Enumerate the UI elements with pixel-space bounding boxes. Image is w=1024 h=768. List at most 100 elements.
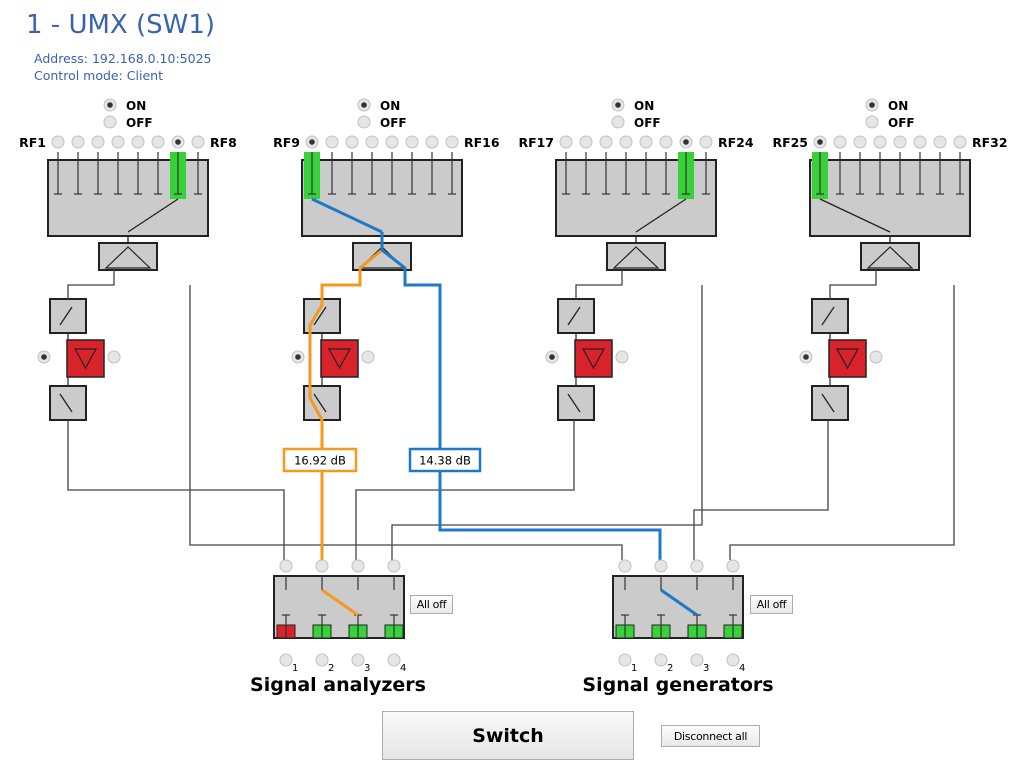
page-title: 1 - UMX (SW1) bbox=[26, 10, 216, 40]
output-port-radio[interactable] bbox=[690, 653, 704, 667]
rf-port-radio-dot bbox=[683, 139, 689, 145]
switch-button[interactable]: Switch bbox=[382, 711, 634, 760]
rf-port-radio[interactable] bbox=[599, 135, 613, 149]
power-on-label: ON bbox=[126, 99, 146, 113]
path-loss-label: 16.92 dB bbox=[294, 454, 346, 468]
amplifier-icon bbox=[327, 348, 352, 370]
rf-port-radio[interactable] bbox=[325, 135, 339, 149]
rf-port-radio[interactable] bbox=[91, 135, 105, 149]
output-port-number: 1 bbox=[631, 663, 637, 674]
input-port-radio[interactable] bbox=[618, 559, 632, 573]
switch-blade bbox=[59, 393, 73, 413]
output-port-radio[interactable] bbox=[279, 653, 293, 667]
amp-enable-radio[interactable] bbox=[107, 350, 121, 364]
power-off-radio[interactable] bbox=[103, 115, 117, 129]
rf-port-radio[interactable] bbox=[953, 135, 967, 149]
rf-port-radio[interactable] bbox=[933, 135, 947, 149]
amplifier-icon bbox=[835, 348, 860, 370]
amp-enable-radio[interactable] bbox=[361, 350, 375, 364]
rf-port-radio[interactable] bbox=[345, 135, 359, 149]
rf-switch-box bbox=[301, 159, 463, 237]
power-on-radio-dot bbox=[615, 102, 621, 108]
input-port-radio[interactable] bbox=[279, 559, 293, 573]
signal_generators-route bbox=[660, 588, 698, 617]
output-port-radio[interactable] bbox=[654, 653, 668, 667]
wire bbox=[729, 285, 955, 560]
analyzers-all-off-button[interactable]: All off bbox=[410, 595, 453, 614]
rf-port-radio[interactable] bbox=[559, 135, 573, 149]
address-label: Address: 192.168.0.10:5025 bbox=[34, 51, 212, 66]
generators-all-off-button[interactable]: All off bbox=[750, 595, 793, 614]
output-port-radio[interactable] bbox=[726, 653, 740, 667]
amp-enable-radio[interactable] bbox=[615, 350, 629, 364]
rf-port-radio[interactable] bbox=[893, 135, 907, 149]
input-port-radio[interactable] bbox=[654, 559, 668, 573]
power-off-radio[interactable] bbox=[865, 115, 879, 129]
rf-port-radio[interactable] bbox=[833, 135, 847, 149]
port-first-label: RF1 bbox=[19, 135, 46, 150]
rf-port-radio[interactable] bbox=[619, 135, 633, 149]
wire bbox=[391, 285, 703, 560]
path-orange bbox=[308, 232, 384, 560]
input-port-radio[interactable] bbox=[315, 559, 329, 573]
rf-port-radio[interactable] bbox=[151, 135, 165, 149]
output-port-number: 1 bbox=[292, 663, 298, 674]
rf-port-radio[interactable] bbox=[913, 135, 927, 149]
wire bbox=[67, 420, 285, 560]
rf-port-radio[interactable] bbox=[425, 135, 439, 149]
rf-port-radio[interactable] bbox=[405, 135, 419, 149]
bypass-switch-top bbox=[557, 298, 595, 334]
signal-generators-label: Signal generators bbox=[582, 674, 774, 696]
input-port-radio[interactable] bbox=[726, 559, 740, 573]
rf-port-radio-dot bbox=[817, 139, 823, 145]
rf-port-radio[interactable] bbox=[385, 135, 399, 149]
input-port-radio[interactable] bbox=[690, 559, 704, 573]
power-on-radio-dot bbox=[869, 102, 875, 108]
output-port-number: 3 bbox=[703, 663, 709, 674]
switch-wiper bbox=[819, 198, 891, 233]
port-last-label: RF8 bbox=[210, 135, 237, 150]
rf-port-radio[interactable] bbox=[191, 135, 205, 149]
path-blue bbox=[380, 232, 662, 560]
amplifier-block bbox=[574, 339, 613, 378]
input-port-radio[interactable] bbox=[351, 559, 365, 573]
rf-port-radio[interactable] bbox=[579, 135, 593, 149]
output-port-radio[interactable] bbox=[351, 653, 365, 667]
amp-enable-radio[interactable] bbox=[869, 350, 883, 364]
rf-port-radio[interactable] bbox=[659, 135, 673, 149]
rf-port-radio[interactable] bbox=[51, 135, 65, 149]
splitter-triangle bbox=[612, 246, 660, 269]
power-off-radio[interactable] bbox=[357, 115, 371, 129]
bypass-switch-bottom bbox=[811, 385, 849, 421]
rf-port-radio[interactable] bbox=[699, 135, 713, 149]
rf-port-radio[interactable] bbox=[873, 135, 887, 149]
path-loss-label: 14.38 dB bbox=[419, 454, 471, 468]
input-port-radio[interactable] bbox=[387, 559, 401, 573]
power-on-radio-dot bbox=[107, 102, 113, 108]
amp-bypass-radio-dot bbox=[41, 354, 47, 360]
power-off-radio[interactable] bbox=[611, 115, 625, 129]
rf-port-radio[interactable] bbox=[639, 135, 653, 149]
rf-port-radio[interactable] bbox=[71, 135, 85, 149]
rf-port-radio[interactable] bbox=[853, 135, 867, 149]
rf-port-radio[interactable] bbox=[365, 135, 379, 149]
control-mode-label: Control mode: Client bbox=[34, 68, 163, 83]
rf-port-radio[interactable] bbox=[445, 135, 459, 149]
amplifier-icon bbox=[73, 348, 98, 370]
switch-blade bbox=[821, 306, 835, 326]
switch-wiper bbox=[635, 198, 687, 233]
output-port-radio[interactable] bbox=[618, 653, 632, 667]
output-port-radio[interactable] bbox=[315, 653, 329, 667]
rf-port-radio-dot bbox=[175, 139, 181, 145]
rf-port-radio[interactable] bbox=[111, 135, 125, 149]
switch-blade bbox=[313, 393, 327, 413]
output-port-radio[interactable] bbox=[387, 653, 401, 667]
amp-bypass-radio-dot bbox=[549, 354, 555, 360]
signal_analyzers-route bbox=[321, 588, 359, 617]
bypass-switch-bottom bbox=[557, 385, 595, 421]
amplifier-block bbox=[828, 339, 867, 378]
disconnect-all-button[interactable]: Disconnect all bbox=[661, 725, 760, 747]
rf-port-radio[interactable] bbox=[131, 135, 145, 149]
output-port-number: 2 bbox=[328, 663, 334, 674]
path-loss-label-box bbox=[282, 447, 358, 473]
